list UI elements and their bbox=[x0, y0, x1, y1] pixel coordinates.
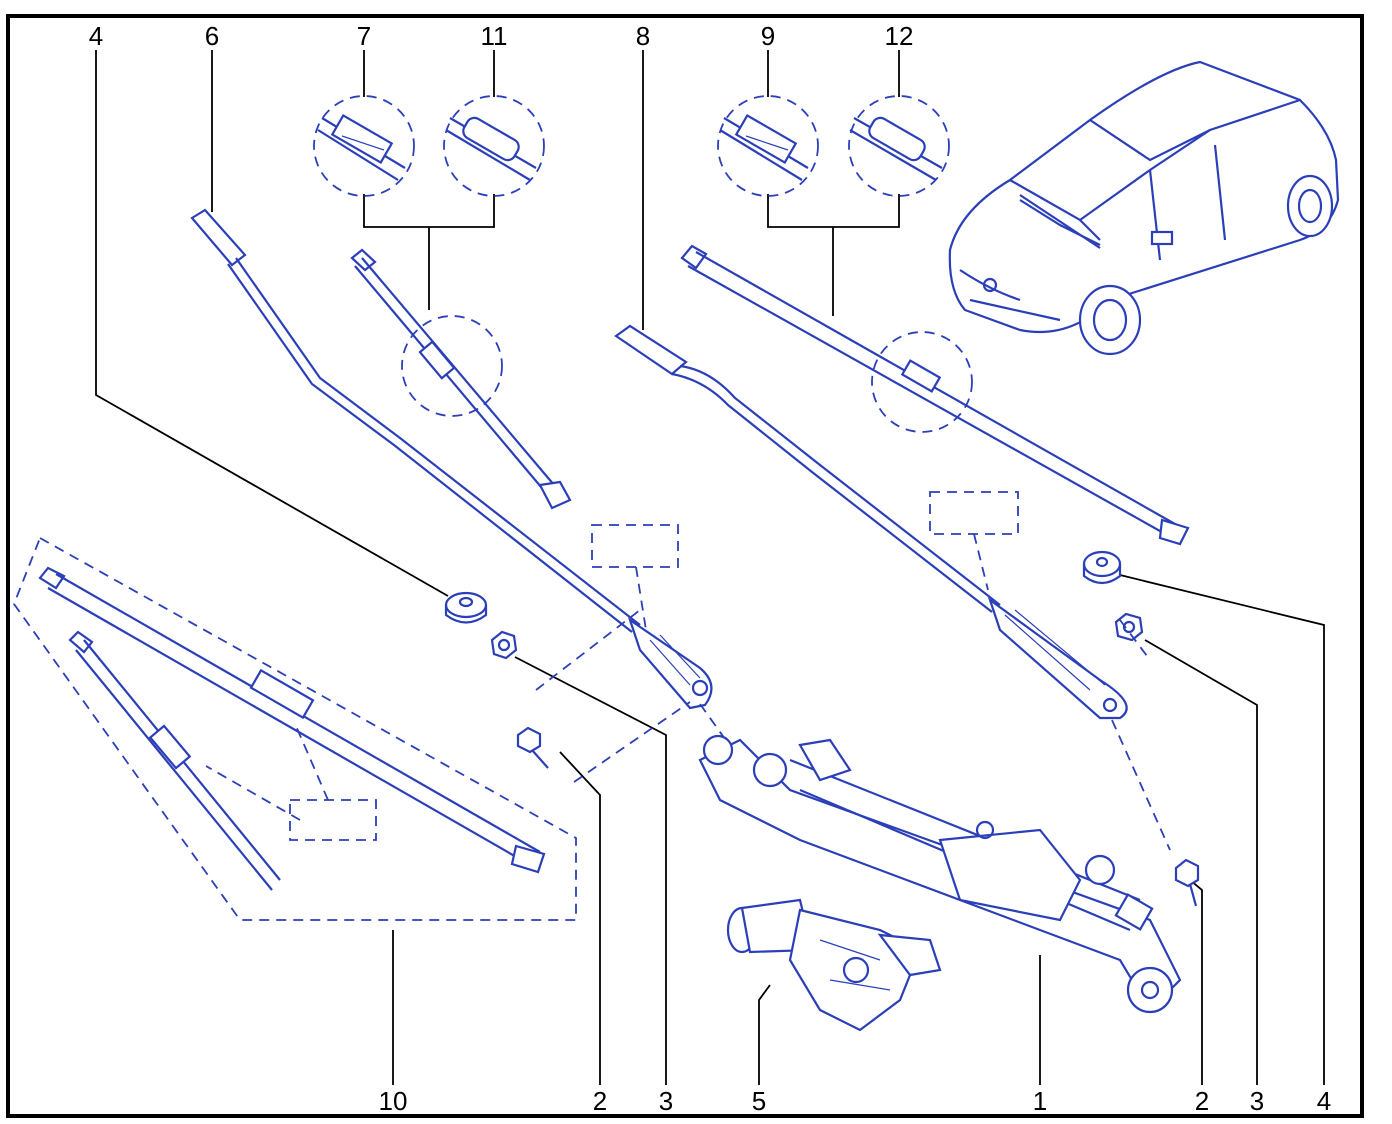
callout-11: 11 bbox=[481, 21, 508, 51]
wiper-blade-right bbox=[680, 244, 1190, 546]
callout-12: 12 bbox=[885, 21, 914, 51]
wiper-blade-left bbox=[350, 248, 572, 510]
cap-right bbox=[1082, 550, 1122, 585]
leader-lines bbox=[95, 50, 1325, 1085]
callout-3-left: 3 bbox=[659, 1086, 673, 1116]
detail-circle-blade-right bbox=[871, 331, 973, 433]
bracket-9-12 bbox=[767, 194, 900, 228]
nut-right bbox=[1114, 612, 1144, 642]
wiper-linkage bbox=[698, 734, 1182, 1014]
detail-circle-12 bbox=[848, 95, 950, 197]
callout-1: 1 bbox=[1033, 1086, 1047, 1116]
callout-9: 9 bbox=[761, 21, 775, 51]
callout-3-right: 3 bbox=[1250, 1086, 1264, 1116]
placeholder-box-kit bbox=[289, 799, 377, 841]
callout-6: 6 bbox=[205, 21, 219, 51]
callout-7: 7 bbox=[357, 21, 371, 51]
callout-4-top-left: 4 bbox=[89, 21, 103, 51]
detail-circle-11 bbox=[443, 95, 545, 197]
leader-4-top-left bbox=[95, 50, 449, 597]
detail-circle-7 bbox=[313, 95, 415, 197]
bracket-7-11 bbox=[363, 194, 495, 228]
leader-4-right bbox=[1119, 574, 1325, 1085]
assembly-lines bbox=[535, 609, 1171, 851]
placeholder-box-left bbox=[591, 524, 679, 568]
wiper-arm-left bbox=[190, 208, 713, 710]
callout-2-right: 2 bbox=[1195, 1086, 1209, 1116]
callout-4-right: 4 bbox=[1317, 1086, 1331, 1116]
callout-2-left: 2 bbox=[593, 1086, 607, 1116]
car-illustration bbox=[948, 60, 1340, 356]
detail-circle-blade-left bbox=[401, 315, 503, 417]
detail-circle-9 bbox=[717, 95, 819, 197]
bolt-left bbox=[516, 726, 549, 769]
blade-kit-group bbox=[12, 536, 577, 921]
leader-2-left bbox=[559, 751, 601, 1085]
leader-3-right bbox=[1144, 639, 1258, 1085]
leader-5 bbox=[758, 984, 771, 1085]
bolt-right bbox=[1174, 858, 1200, 907]
callout-8: 8 bbox=[636, 21, 650, 51]
placeholder-box-right bbox=[929, 491, 1019, 535]
nut-left bbox=[490, 630, 518, 660]
callout-5: 5 bbox=[752, 1086, 766, 1116]
callout-10: 10 bbox=[379, 1086, 408, 1116]
wiper-arm-right bbox=[614, 324, 1128, 720]
wiper-motor bbox=[726, 898, 942, 1032]
leader-3-left bbox=[514, 656, 667, 1085]
leader-2-right bbox=[1189, 879, 1203, 1085]
cap-left bbox=[444, 591, 488, 624]
